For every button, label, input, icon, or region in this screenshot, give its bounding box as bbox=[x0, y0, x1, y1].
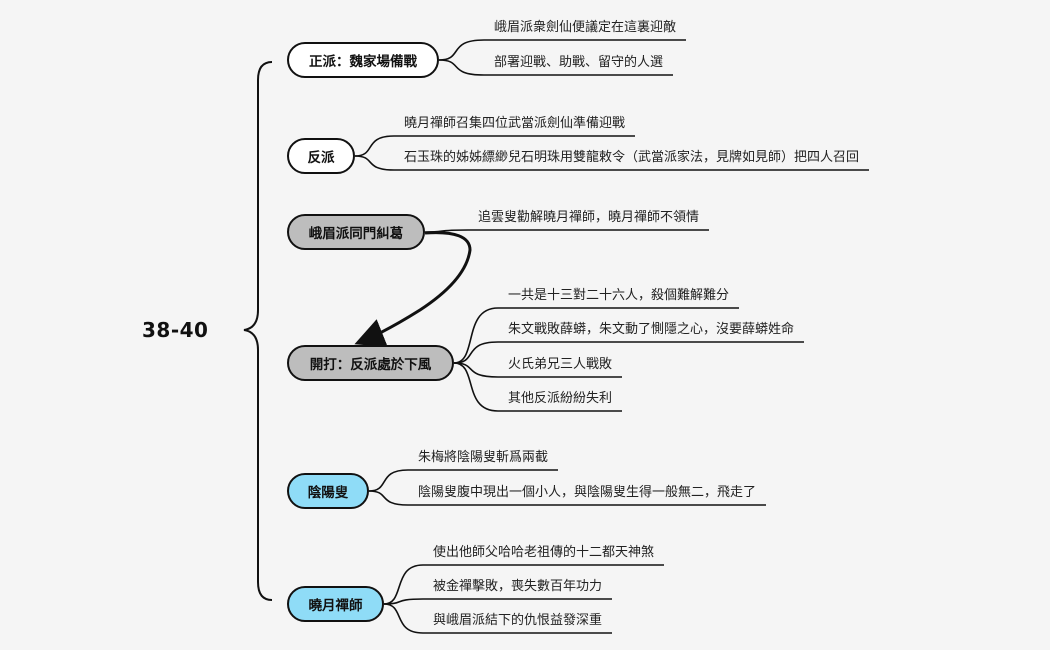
connector-1-0 bbox=[354, 135, 635, 157]
leaf-5-2: 與峨眉派結下的仇恨益發深重 bbox=[433, 613, 603, 628]
cross-link-arrow bbox=[354, 231, 472, 348]
connector-4-1 bbox=[368, 490, 766, 506]
connector-2-0 bbox=[424, 229, 709, 233]
connector-5-2 bbox=[383, 603, 612, 634]
leaf-3-0: 一共是十三對二十六人，殺個難解難分 bbox=[508, 288, 730, 303]
leaf-2-0: 追雲叟勸解曉月禪師，曉月禪師不領情 bbox=[478, 210, 700, 225]
connector-5-0 bbox=[383, 564, 664, 605]
branch-node-battle[interactable]: 開打：反派處於下風 bbox=[287, 345, 454, 381]
leaf-3-1: 朱文戰敗薛蟒，朱文動了惻隱之心，沒要薛蟒姓命 bbox=[508, 322, 795, 337]
branch-node-emei-dispute[interactable]: 峨眉派同門糾葛 bbox=[287, 214, 425, 250]
connector-4-0 bbox=[368, 469, 558, 492]
branch-node-fanpai[interactable]: 反派 bbox=[287, 138, 355, 174]
connector-5-1 bbox=[383, 598, 612, 605]
leaf-5-1: 被金禪擊敗，喪失數百年功力 bbox=[433, 579, 603, 594]
connector-3-1 bbox=[453, 341, 804, 364]
branch-node-yinyangsou[interactable]: 陰陽叟 bbox=[287, 473, 369, 509]
connector-0-0 bbox=[438, 39, 686, 61]
leaf-4-1: 陰陽叟腹中現出一個小人，與陰陽叟生得一般無二，飛走了 bbox=[418, 485, 757, 500]
connector-0-1 bbox=[438, 59, 673, 76]
leaf-1-1: 石玉珠的姊姊縹緲兒石明珠用雙龍敕令（武當派家法，見牌如見師）把四人召回 bbox=[404, 150, 860, 165]
leaf-3-2: 火氏弟兄三人戰敗 bbox=[508, 357, 613, 372]
leaf-0-1: 部署迎戰、助戰、留守的人選 bbox=[494, 55, 664, 70]
connector-3-0 bbox=[453, 307, 739, 364]
root-topic: 38-40 bbox=[142, 318, 209, 342]
leaf-0-0: 峨眉派衆劍仙便議定在這裏迎敵 bbox=[494, 20, 677, 35]
connector-3-3 bbox=[453, 362, 622, 412]
branch-node-xiaoyue[interactable]: 曉月禪師 bbox=[287, 586, 384, 622]
leaf-1-0: 曉月禪師召集四位武當派劍仙準備迎戰 bbox=[404, 116, 626, 131]
branch-node-zhengpai[interactable]: 正派：魏家場備戰 bbox=[287, 42, 439, 78]
leaf-3-3: 其他反派紛紛失利 bbox=[508, 391, 613, 406]
leaf-5-0: 使出他師父哈哈老祖傳的十二都天神煞 bbox=[433, 545, 655, 560]
connector-3-2 bbox=[453, 362, 622, 378]
root-brace bbox=[243, 61, 273, 601]
leaf-4-0: 朱梅將陰陽叟斬爲兩截 bbox=[418, 450, 549, 465]
connector-1-1 bbox=[354, 155, 869, 171]
